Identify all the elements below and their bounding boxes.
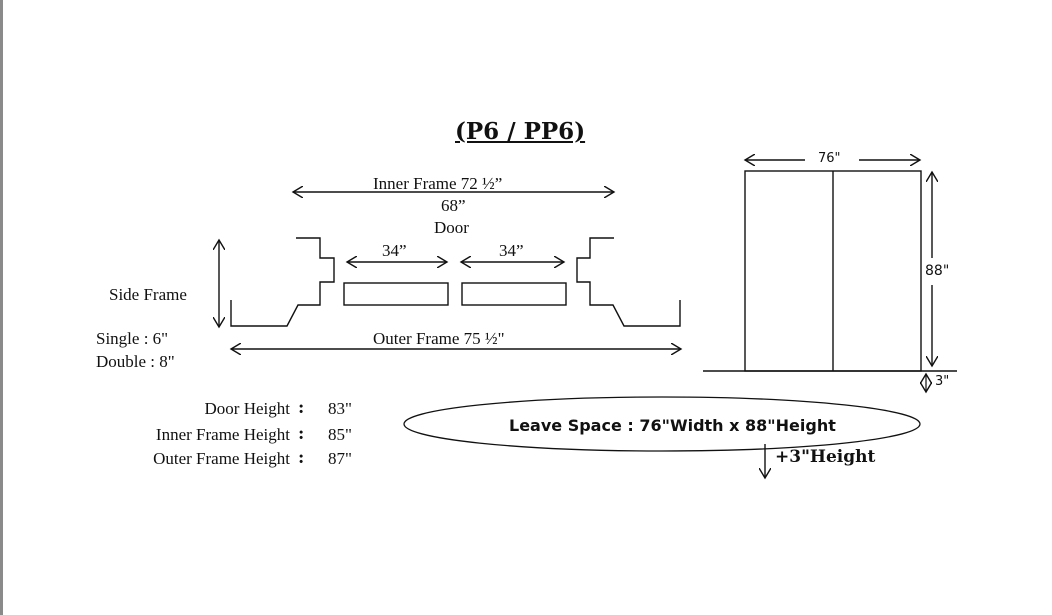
elevation-width-label: 76" [818,151,841,166]
diagram-title: (P6 / PP6) [455,118,586,145]
height-row-colon: : [298,398,305,418]
height-row-label: Inner Frame Height [155,425,290,444]
height-row-colon: : [298,424,305,444]
panel-right-width-label: 34” [499,241,524,260]
height-row-label: Door Height [204,399,290,418]
height-row-colon: : [298,448,305,468]
door-panel-left [343,282,449,306]
left-edge-bar [0,0,3,615]
height-row-value: 85" [328,425,352,444]
height-row-label: Outer Frame Height [153,449,290,468]
height-row-value: 83" [328,399,352,418]
door-width-label: 68” [441,196,466,215]
single-frame-label: Single : 6" [96,329,169,348]
elevation-gap-label: 3" [935,374,950,389]
left-frame-profile [230,237,335,327]
door-label: Door [434,218,469,237]
side-frame-label: Side Frame [109,285,187,304]
elevation-height-label: 88" [925,263,950,279]
door-panel-right [461,282,567,306]
extra-height-text: +3"Height [775,447,876,467]
inner-frame-label: Inner Frame 72 ½” [373,174,503,193]
double-frame-label: Double : 8" [96,352,175,371]
panel-left-width-label: 34” [382,241,407,260]
height-row-value: 87" [328,449,352,468]
leave-space-text: Leave Space : 76"Width x 88"Height [509,416,836,435]
leave-space-ellipse [403,396,921,452]
outer-frame-label: Outer Frame 75 ½" [373,329,505,348]
right-frame-profile [576,237,681,327]
